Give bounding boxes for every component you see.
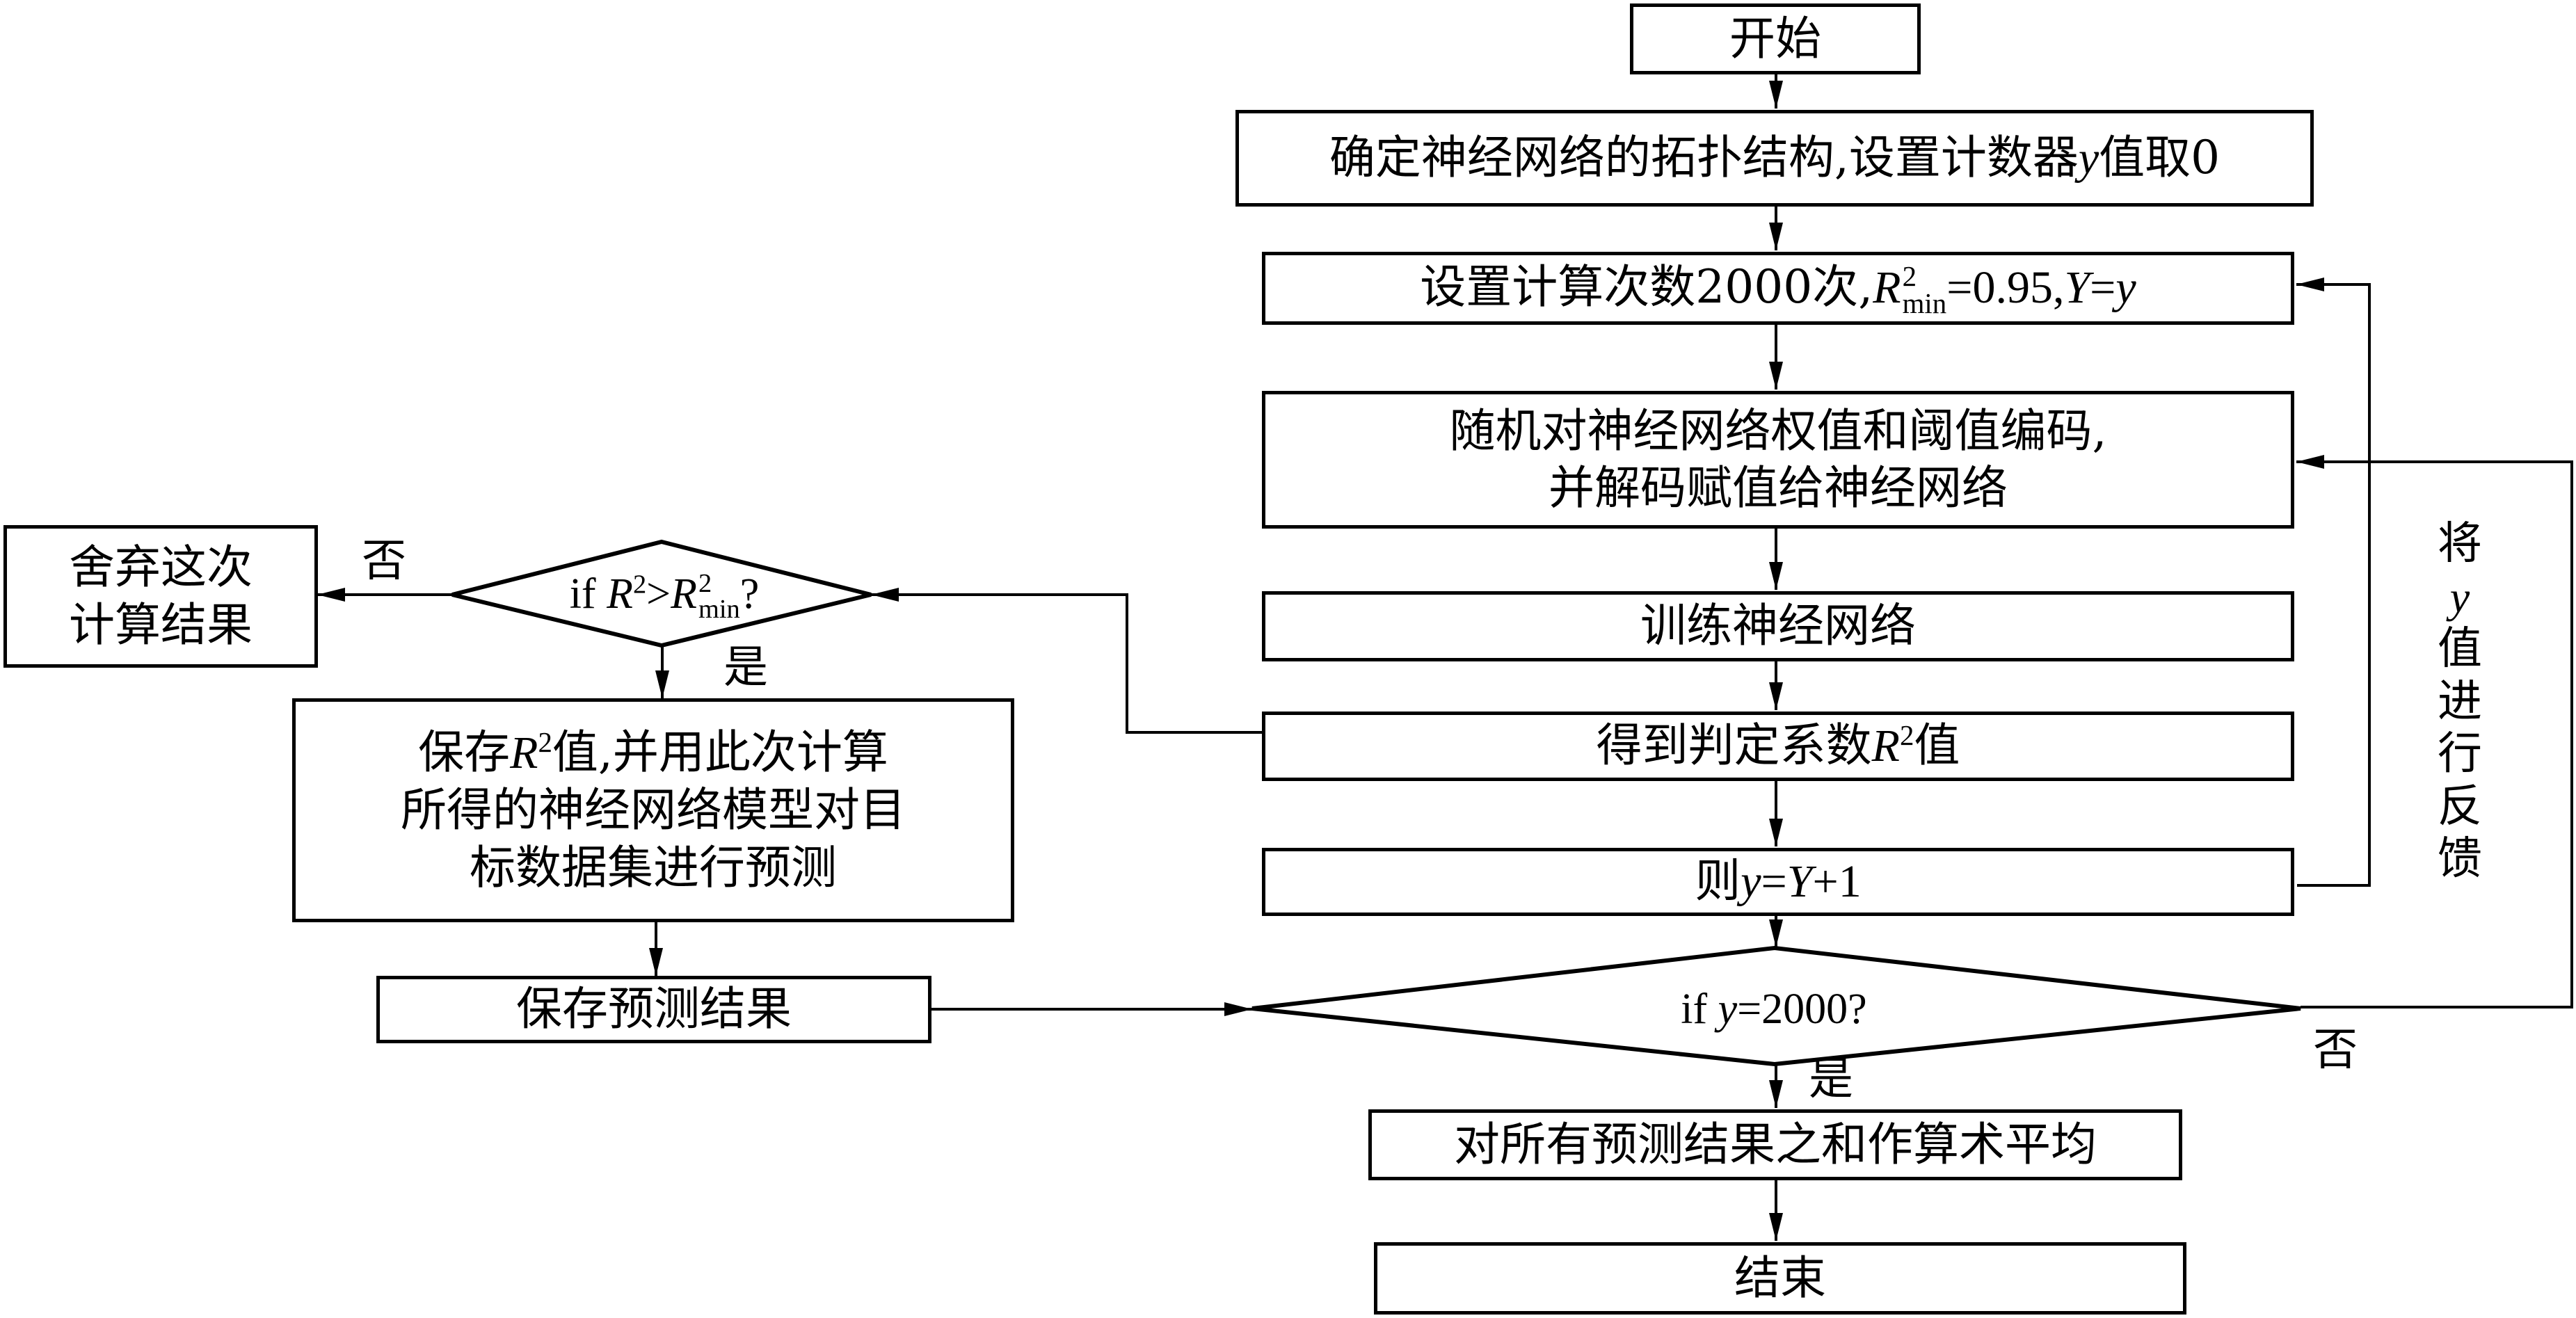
end-node: 结束 <box>1374 1242 2186 1315</box>
decision-check-count-shape <box>1251 945 2301 1067</box>
get-r2-text-a: 得到判定系数 <box>1596 718 1872 773</box>
get-r2-var-R: R <box>1871 721 1900 772</box>
feedback-char: 将 <box>2438 518 2482 570</box>
save-r2-line1-b: 值,并用此次计算 <box>552 725 888 779</box>
init-text-a: 确定神经网络的拓扑结构,设置计数器 <box>1329 130 2079 184</box>
feedback-char: 进 <box>2438 675 2482 728</box>
average-text: 对所有预测结果之和作算术平均 <box>1454 1117 2097 1171</box>
init-node: 确定神经网络的拓扑结构,设置计数器y值取0 <box>1235 110 2314 207</box>
increment-plus: +1 <box>1812 856 1862 908</box>
setup-text-b: =0.95, <box>1946 262 2065 314</box>
check-count-text: if y=2000? <box>1681 983 1866 1034</box>
init-var-y: y <box>2078 132 2099 184</box>
increment-eq: = <box>1761 856 1787 908</box>
check-count-text-a: if <box>1681 986 1718 1033</box>
get-r2-text: 得到判定系数R2值 <box>1597 717 1960 775</box>
check-r2-var-R: R <box>607 570 633 618</box>
start-node-text: 开始 <box>1729 11 1821 65</box>
feedback-char: 馈 <box>2438 833 2482 885</box>
feedback-char: 值 <box>2438 623 2482 675</box>
average-node: 对所有预测结果之和作算术平均 <box>1368 1109 2182 1180</box>
check-r2-q: ? <box>739 570 760 618</box>
setup-var-R: R <box>1873 262 1901 314</box>
increment-var-Y: Y <box>1786 856 1813 908</box>
start-node: 开始 <box>1630 3 1921 74</box>
increment-node: 则y=Y+1 <box>1262 848 2294 916</box>
end-text: 结束 <box>1734 1251 1826 1305</box>
increment-var-y: y <box>1741 856 1761 908</box>
increment-text: 则y=Y+1 <box>1695 853 1861 911</box>
check-r2-sup: 2 <box>632 570 647 600</box>
get-r2-text-b: 值 <box>1914 718 1960 773</box>
init-node-text: 确定神经网络的拓扑结构,设置计数器y值取0 <box>1329 129 2220 188</box>
save-r2-line1: 保存R2值,并用此次计算 <box>418 724 888 782</box>
feedback-char: y <box>2449 572 2470 622</box>
get-r2-node: 得到判定系数R2值 <box>1262 712 2294 781</box>
discard-node: 舍弃这次 计算结果 <box>3 525 318 668</box>
decision-check-count-label: if y=2000? <box>1530 974 2017 1043</box>
save-r2-sup: 2 <box>538 726 552 758</box>
feedback-char: 行 <box>2438 728 2482 780</box>
setup-var-y: y <box>2115 262 2136 314</box>
edge-label-count-yes: 是 <box>1809 1054 1853 1105</box>
train-node-text: 训练神经网络 <box>1640 599 1916 653</box>
save-r2-node: 保存R2值,并用此次计算 所得的神经网络模型对目 标数据集进行预测 <box>292 698 1014 922</box>
check-r2-var-Rmin: R <box>671 570 697 618</box>
encode-line1: 随机对神经网络权值和阈值编码, <box>1449 403 2107 458</box>
feedback-char: 反 <box>2438 780 2482 833</box>
setup-sup: 2 <box>1902 261 1917 293</box>
edge-label-r2-yes: 是 <box>723 642 768 693</box>
save-pred-node: 保存预测结果 <box>376 976 931 1043</box>
edge-label-count-no: 否 <box>2313 1024 2358 1076</box>
save-r2-line1-a: 保存 <box>418 725 511 779</box>
setup-eq: = <box>2090 262 2116 314</box>
encode-node: 随机对神经网络权值和阈值编码, 并解码赋值给神经网络 <box>1262 391 2294 529</box>
encode-line2: 并解码赋值给神经网络 <box>1549 461 2008 515</box>
arrow-feedback-to-setup <box>2296 278 2371 887</box>
save-r2-var-R: R <box>510 727 538 778</box>
save-r2-line2: 所得的神经网络模型对目 <box>401 783 906 837</box>
arrow-checkcount-no-to-encode <box>2296 455 2573 1008</box>
discard-line2: 计算结果 <box>69 597 253 652</box>
save-pred-text: 保存预测结果 <box>516 982 792 1036</box>
discard-line1: 舍弃这次 <box>69 540 253 594</box>
check-count-text-b: =2000? <box>1737 986 1867 1033</box>
train-node: 训练神经网络 <box>1262 591 2294 661</box>
check-r2-sub2: min <box>698 594 740 624</box>
feedback-label: 将 y 值 进 行 反 馈 <box>2432 518 2488 886</box>
setup-text-a: 设置计算次数2000次, <box>1420 260 1873 314</box>
edge-label-r2-no: 否 <box>362 536 406 587</box>
arrow-getr2-to-checkr2 <box>871 588 1262 734</box>
setup-sub: min <box>1902 288 1947 320</box>
save-r2-line3: 标数据集进行预测 <box>470 840 837 894</box>
increment-text-a: 则 <box>1695 854 1741 908</box>
check-r2-sup2: 2 <box>698 569 712 599</box>
decision-check-r2-shape <box>451 539 872 648</box>
init-text-b: 值取0 <box>2099 130 2221 184</box>
setup-var-Y: Y <box>2064 262 2090 314</box>
check-count-var-y: y <box>1718 986 1738 1033</box>
check-r2-text-a: if <box>569 570 607 618</box>
check-r2-gt: > <box>646 570 671 618</box>
get-r2-sup: 2 <box>1899 720 1914 752</box>
